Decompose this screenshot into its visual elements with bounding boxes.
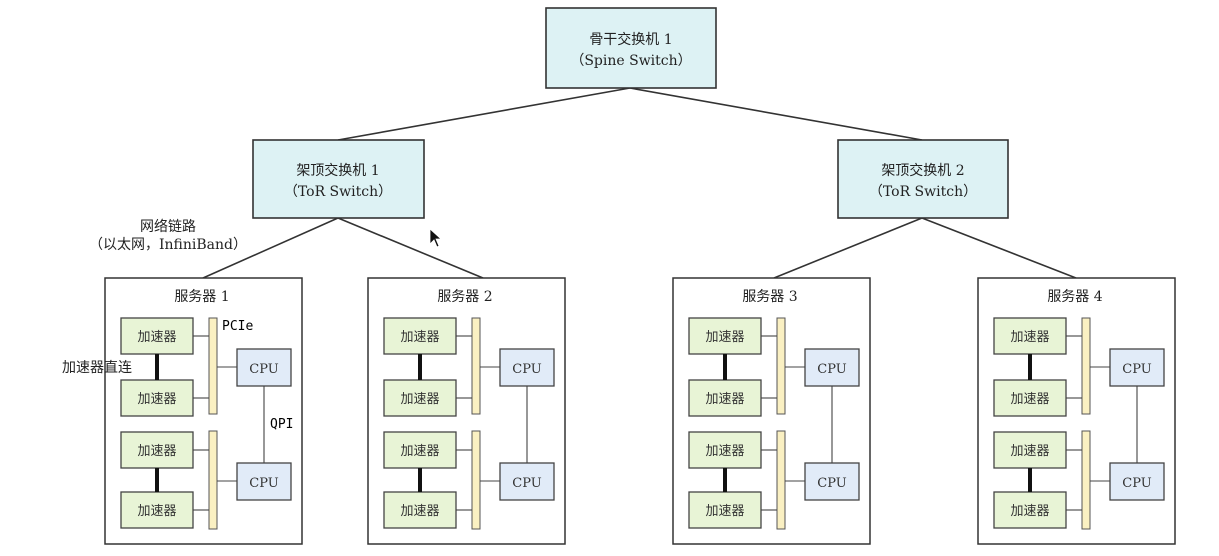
cpu-box: [1109, 348, 1165, 387]
network-link-annotation: 网络链路 （以太网，InfiniBand）: [89, 219, 247, 253]
accelerator-box: [383, 491, 457, 529]
tor-switch-1-box: [252, 139, 425, 219]
pcie-bus: [776, 430, 786, 530]
mouse-cursor-icon: [429, 228, 443, 248]
tor2-to-server4-link: [921, 217, 1077, 279]
accelerator-label: 加速器: [1010, 444, 1049, 459]
pcie-label: PCIe: [222, 319, 253, 334]
tor-switch-1-type: （ToR Switch）: [284, 184, 392, 200]
network-link-label: 网络链路: [140, 219, 196, 235]
pcie-bus: [1081, 317, 1091, 415]
tor-switch-1-name: 架顶交换机 1: [296, 162, 379, 179]
pcie-bus: [208, 317, 218, 415]
cpu-label: CPU: [249, 362, 278, 377]
accelerator-label: 加速器: [400, 330, 439, 345]
accelerator-box: [688, 317, 762, 355]
spine-switch-box: [545, 7, 717, 89]
accelerator-box: [383, 317, 457, 355]
accelerator-direct-label: 加速器直连: [62, 359, 132, 376]
cpu-box: [236, 462, 292, 501]
tor2-to-server3-link: [773, 217, 923, 279]
accelerator-box: [120, 379, 194, 417]
cpu-label: CPU: [512, 362, 541, 377]
cpu-box: [804, 348, 860, 387]
accelerator-label: 加速器: [400, 444, 439, 459]
accelerator-label: 加速器: [1010, 392, 1049, 407]
cpu-label: CPU: [1122, 362, 1151, 377]
cpu-label: CPU: [512, 476, 541, 491]
server-3-title: 服务器 3: [742, 289, 797, 305]
pcie-bus: [208, 430, 218, 530]
cpu-box: [1109, 462, 1165, 501]
accelerator-box: [383, 379, 457, 417]
spine-switch-type: （Spine Switch）: [570, 53, 691, 69]
qpi-label: QPI: [270, 417, 293, 432]
spine-to-tor1-link: [337, 87, 631, 141]
accelerator-label: 加速器: [705, 330, 744, 345]
accelerator-label: 加速器: [705, 392, 744, 407]
tor-switch-2: 架顶交换机 2 （ToR Switch）: [837, 139, 1009, 219]
tor-switch-2-name: 架顶交换机 2: [881, 162, 964, 179]
spine-switch: 骨干交换机 1 （Spine Switch）: [545, 7, 717, 89]
accelerator-label: 加速器: [137, 392, 176, 407]
spine-switch-name: 骨干交换机 1: [589, 31, 672, 48]
cpu-box: [499, 462, 555, 501]
network-links: [202, 87, 1077, 279]
accelerator-label: 加速器: [400, 504, 439, 519]
accelerator-label: 加速器: [137, 330, 176, 345]
network-link-protocols: （以太网，InfiniBand）: [89, 237, 247, 253]
tor-switch-2-type: （ToR Switch）: [869, 184, 977, 200]
cpu-label: CPU: [1122, 476, 1151, 491]
tor-switch-1: 架顶交换机 1 （ToR Switch）: [252, 139, 425, 219]
server-2-title: 服务器 2: [437, 289, 492, 305]
cpu-box: [499, 348, 555, 387]
cpu-label: CPU: [249, 476, 278, 491]
accelerator-box: [383, 431, 457, 469]
pcie-bus: [1081, 430, 1091, 530]
tor1-to-server2-link: [337, 217, 484, 279]
accelerator-label: 加速器: [705, 444, 744, 459]
pcie-bus: [776, 317, 786, 415]
spine-to-tor2-link: [629, 87, 923, 141]
pcie-bus: [471, 430, 481, 530]
server-1-title: 服务器 1: [174, 289, 229, 305]
accelerator-label: 加速器: [137, 444, 176, 459]
accelerator-label: 加速器: [1010, 504, 1049, 519]
accelerator-label: 加速器: [705, 504, 744, 519]
cpu-label: CPU: [817, 476, 846, 491]
cpu-label: CPU: [817, 362, 846, 377]
accelerator-label: 加速器: [1010, 330, 1049, 345]
pcie-bus: [471, 317, 481, 415]
accelerator-label: 加速器: [400, 392, 439, 407]
server-4-title: 服务器 4: [1047, 289, 1102, 305]
tor1-to-server1-link: [202, 217, 339, 279]
accelerator-label: 加速器: [137, 504, 176, 519]
tor-switch-2-box: [837, 139, 1009, 219]
